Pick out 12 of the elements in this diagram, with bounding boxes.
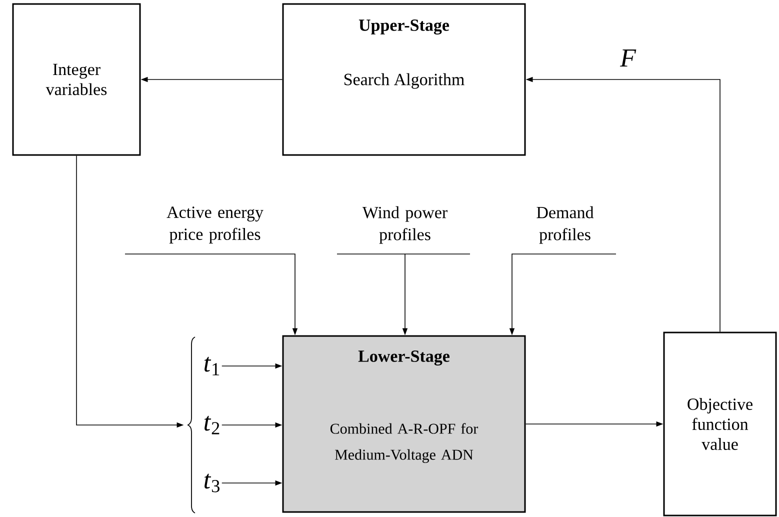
input-label: Wind power profiles — [362, 206, 448, 244]
input-label: Active energy price profiles — [166, 206, 264, 244]
process-box: Upper-Stage Search Algorithm — [282, 3, 526, 156]
process-box: Objective function value — [663, 332, 777, 516]
process-box: Integer variables — [12, 3, 141, 156]
time-label: t$_{2}$ — [204, 416, 220, 434]
process-box: Lower-Stage Combined A-R-OPF for Medium-Voltage ADN — [282, 335, 526, 513]
time-label: t$_{1}$ — [204, 356, 220, 376]
edge-label: F — [620, 49, 636, 67]
brace — [188, 336, 196, 514]
input-label: Demand profiles — [536, 206, 594, 244]
time-label: t$_{3}$ — [204, 474, 220, 492]
